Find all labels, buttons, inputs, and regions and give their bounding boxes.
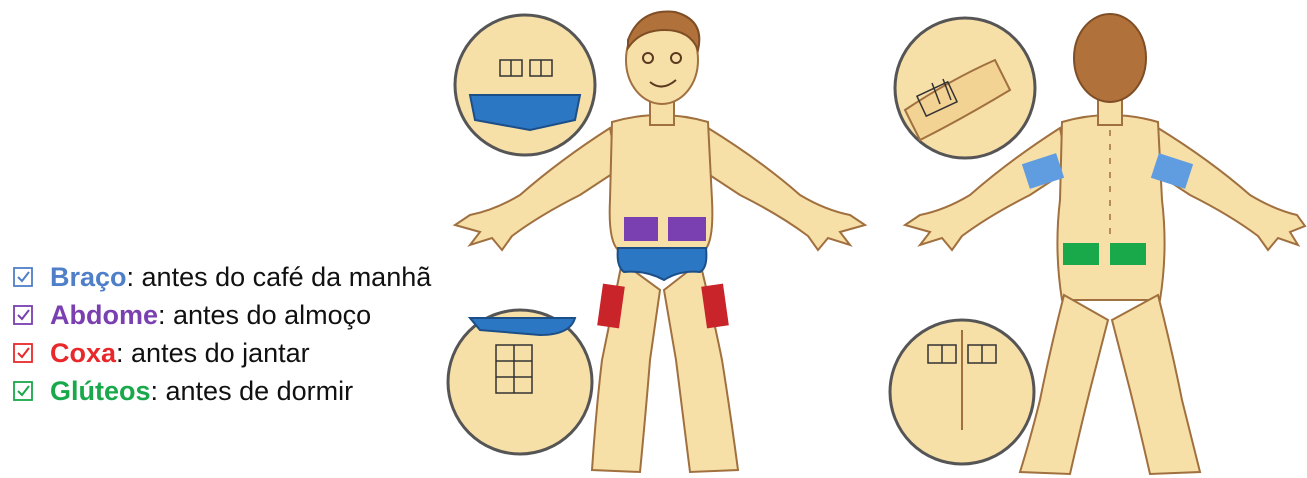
- glute-patch-right: [1110, 243, 1146, 265]
- legend-term: Glúteos: [50, 376, 151, 407]
- back-zoom-arm: [895, 18, 1035, 158]
- legend-text: : antes de dormir: [151, 376, 354, 407]
- glute-patch-left: [1063, 243, 1099, 265]
- legend-item-gluteos: Glúteos : antes de dormir: [12, 372, 431, 410]
- legend-term: Abdome: [50, 300, 158, 331]
- legend-item-coxa: Coxa : antes do jantar: [12, 334, 431, 372]
- checkbox-checked-icon: [12, 304, 34, 326]
- front-right-leg: [664, 262, 738, 472]
- front-zoom-thigh: [448, 310, 592, 454]
- legend: Braço : antes do café da manhã Abdome : …: [12, 258, 431, 410]
- checkbox-checked-icon: [12, 380, 34, 402]
- checkbox-checked-icon: [12, 266, 34, 288]
- legend-text: : antes do café da manhã: [127, 262, 432, 293]
- back-right-arm: [1152, 128, 1305, 250]
- abdomen-patch-left: [624, 217, 658, 241]
- legend-text: : antes do jantar: [116, 338, 310, 369]
- checkbox-checked-icon: [12, 342, 34, 364]
- legend-term: Braço: [50, 262, 127, 293]
- back-right-leg: [1112, 295, 1200, 474]
- legend-item-abdome: Abdome : antes do almoço: [12, 296, 431, 334]
- legend-term: Coxa: [50, 338, 116, 369]
- legend-text: : antes do almoço: [158, 300, 371, 331]
- back-torso: [1057, 115, 1164, 300]
- abdomen-patch-right: [668, 217, 706, 241]
- back-head: [1074, 14, 1146, 102]
- front-zoom-abdomen: [455, 15, 595, 155]
- legend-item-braco: Braço : antes do café da manhã: [12, 258, 431, 296]
- front-right-arm: [702, 128, 865, 250]
- back-zoom-buttocks: [890, 320, 1034, 464]
